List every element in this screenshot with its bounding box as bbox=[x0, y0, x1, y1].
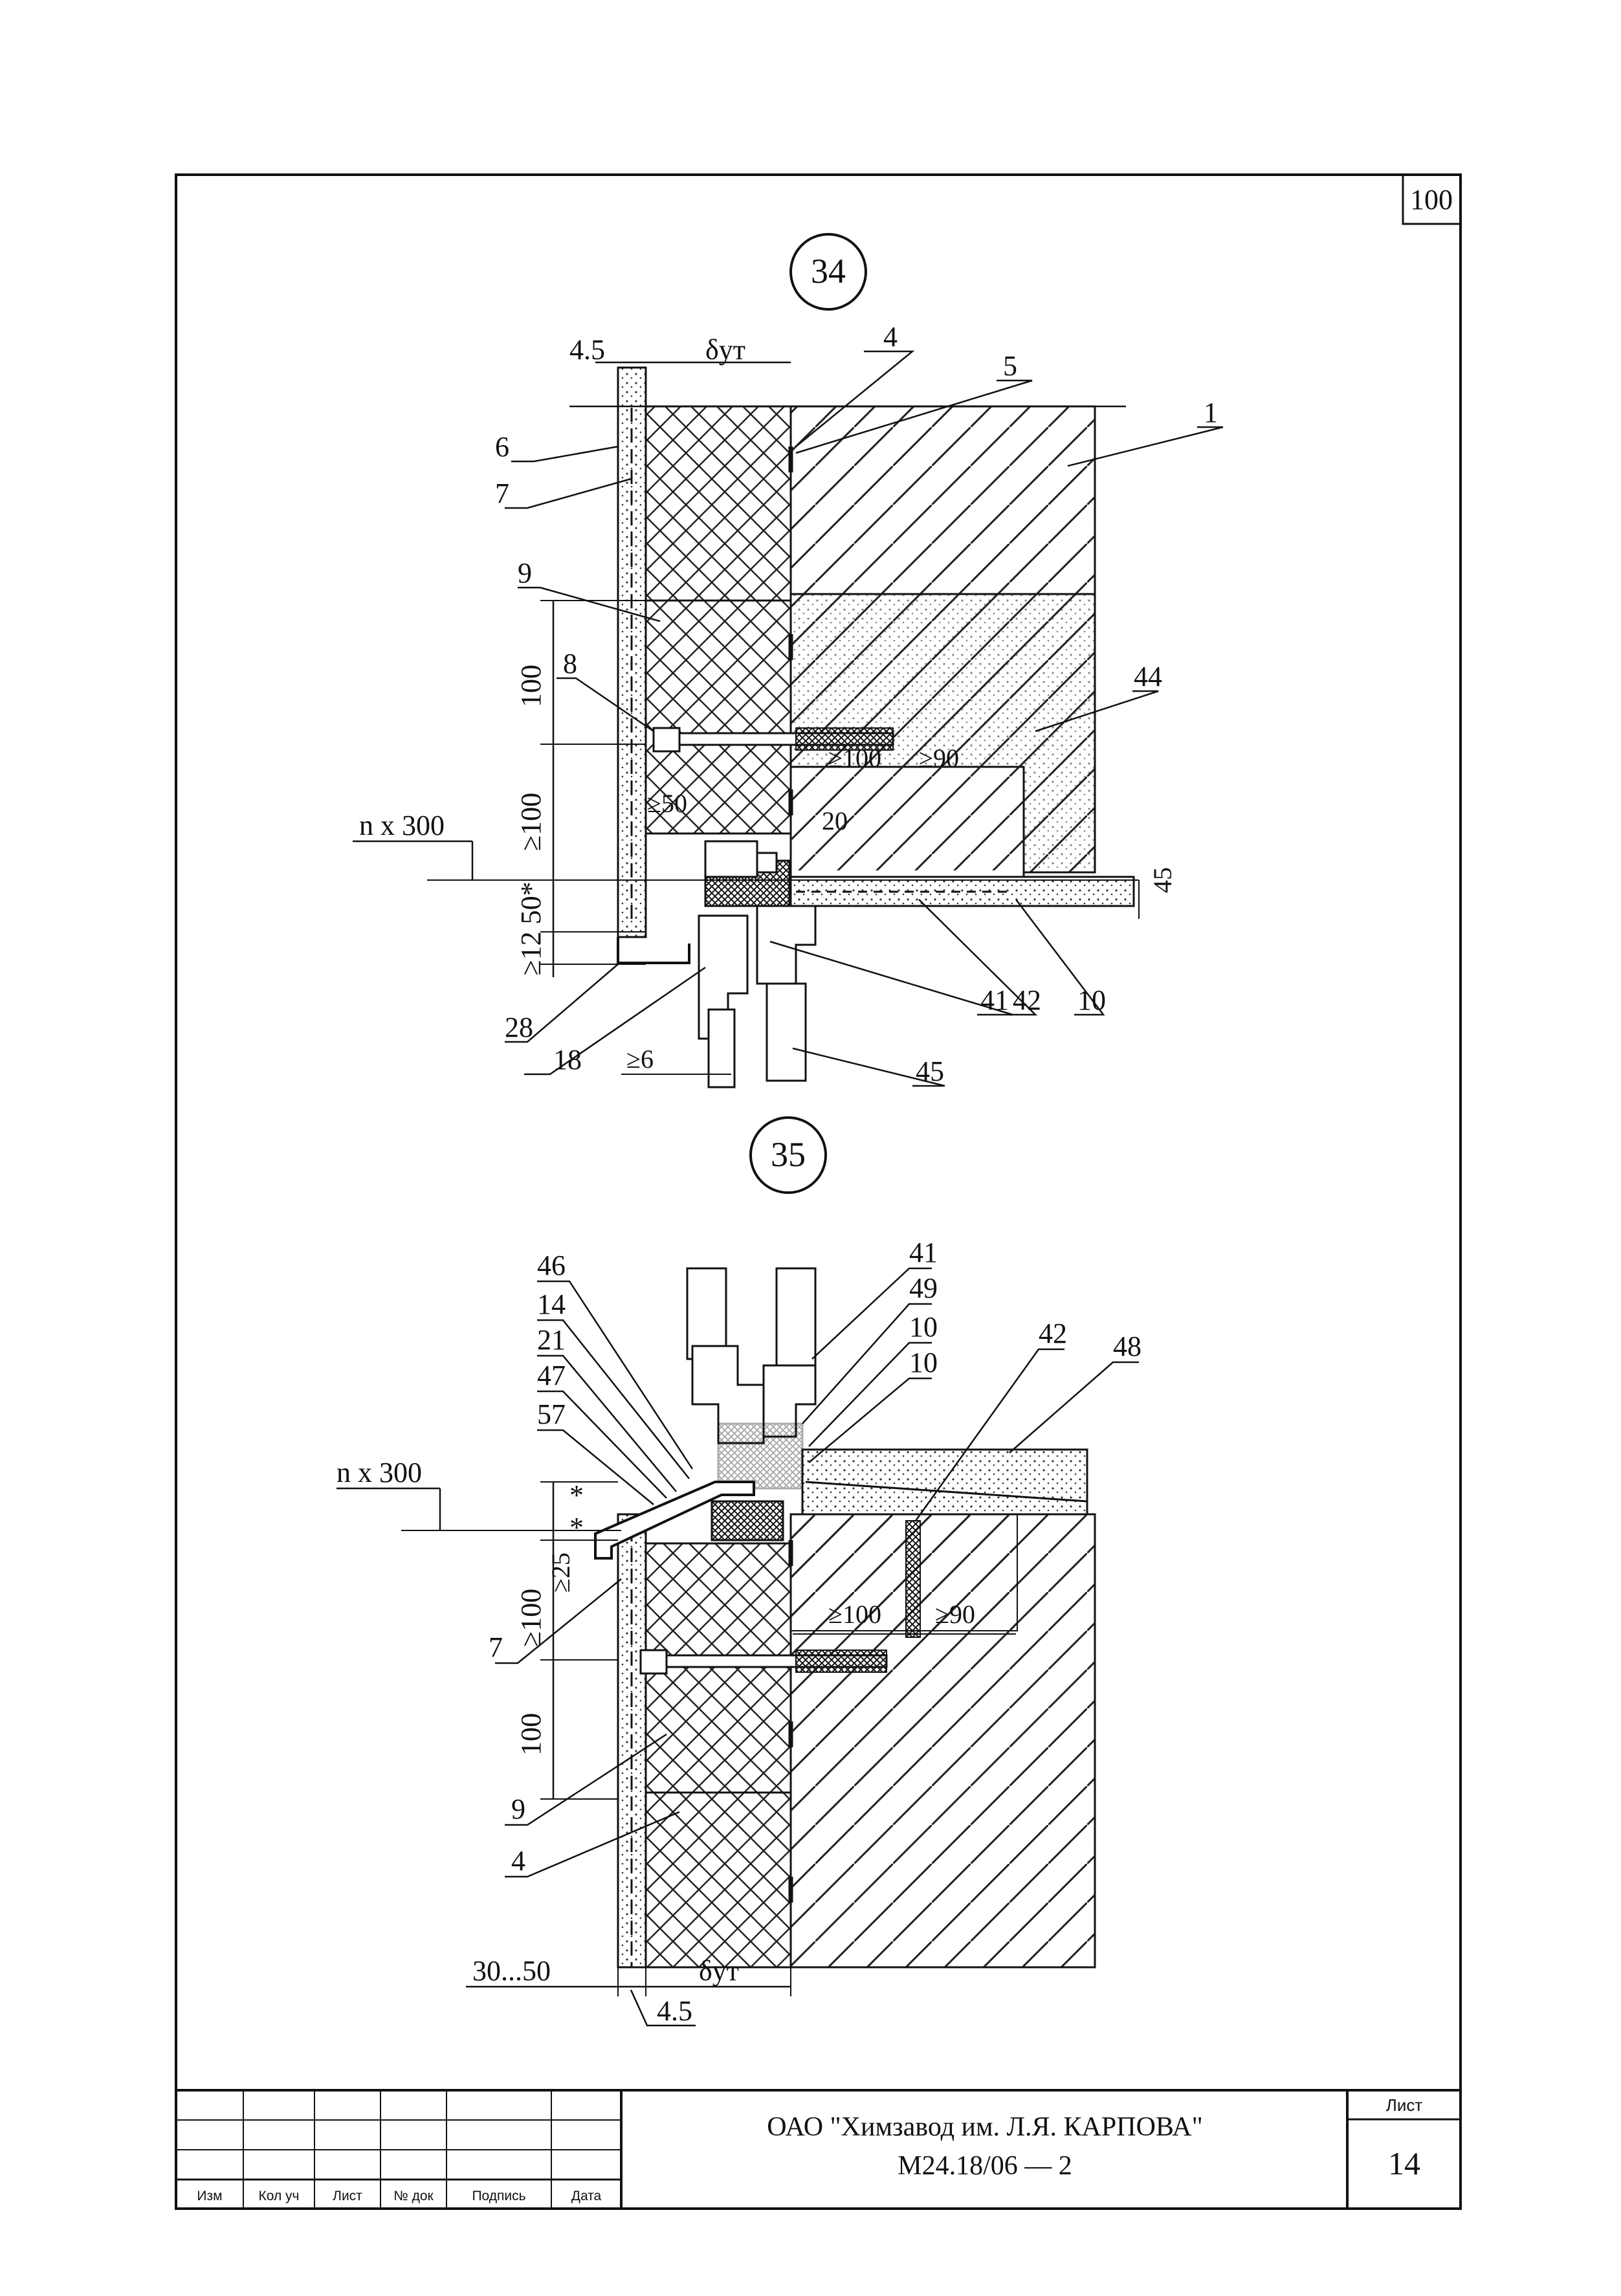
pos-28-34: 28 bbox=[505, 1011, 533, 1043]
window-frame-35 bbox=[686, 1267, 817, 1490]
star-b-35: * bbox=[569, 1512, 584, 1543]
dim-100-b-34: ≥100 bbox=[515, 793, 547, 851]
tb-col-date: Дата bbox=[571, 2189, 602, 2203]
dim-6-34: ≥6 bbox=[626, 1044, 654, 1074]
dim-30-50-35: 30...50 bbox=[472, 1955, 551, 1987]
window-frame-34 bbox=[698, 840, 817, 1088]
flashing-35 bbox=[594, 1481, 755, 1560]
drip-profile-34 bbox=[617, 937, 690, 964]
detail-34-marker bbox=[789, 233, 867, 311]
anchor-34 bbox=[652, 727, 894, 753]
dim-20-34: 20 bbox=[822, 806, 848, 835]
pos-41-35: 41 bbox=[909, 1237, 938, 1268]
dim-4-5-35: 4.5 bbox=[657, 1995, 692, 2027]
tb-sheet-label: Лист bbox=[1386, 2095, 1423, 2115]
star-a-35: * bbox=[569, 1479, 584, 1511]
pos-44-34: 44 bbox=[1134, 661, 1162, 692]
leaders-35 bbox=[495, 1267, 1139, 1878]
pos-10-34: 10 bbox=[1077, 984, 1106, 1016]
dim-50-34: ≥50 bbox=[647, 789, 687, 818]
dim-90-35: ≥90 bbox=[935, 1600, 975, 1629]
insulation-35 bbox=[645, 1542, 792, 1969]
sheet-corner-number: 100 bbox=[1410, 184, 1453, 215]
pos-41-34: 41 bbox=[980, 984, 1009, 1016]
pos-14-35: 14 bbox=[537, 1288, 566, 1320]
pos-1-34: 1 bbox=[1204, 397, 1218, 428]
pos-46-35: 46 bbox=[537, 1250, 566, 1281]
tb-col-sign: Подпись bbox=[472, 2189, 525, 2203]
pos-7-35: 7 bbox=[489, 1631, 503, 1663]
pos-10a-35: 10 bbox=[909, 1311, 938, 1343]
pos-18-34: 18 bbox=[553, 1044, 582, 1076]
dim-100-anchor-34: ≥100 bbox=[828, 744, 881, 773]
sill-slab-35 bbox=[801, 1448, 1088, 1516]
pos-7-34: 7 bbox=[495, 478, 509, 509]
detail-34: 34 bbox=[353, 233, 1224, 1088]
detail-35: 35 bbox=[336, 1116, 1141, 2027]
tb-sheet-number: 14 bbox=[1388, 2145, 1420, 2181]
opening-hatch bbox=[791, 767, 1024, 870]
pos-57-35: 57 bbox=[537, 1398, 566, 1430]
detail-35-marker bbox=[749, 1116, 827, 1194]
anchor-35 bbox=[639, 1520, 921, 1675]
pos-42-34: 42 bbox=[1013, 984, 1041, 1016]
tb-col-izm: Изм bbox=[197, 2189, 222, 2203]
pos-6-34: 6 bbox=[495, 431, 509, 463]
dim-4-5-top: 4.5 bbox=[569, 334, 605, 366]
tb-col-list: Лист bbox=[333, 2189, 362, 2203]
dim-100-a-35: ≥100 bbox=[515, 1589, 547, 1647]
dim-insulation-35: δут bbox=[699, 1955, 739, 1987]
tb-col-kol: Кол уч bbox=[259, 2189, 300, 2203]
slab-10 bbox=[789, 876, 1135, 907]
sill-slope-35 bbox=[805, 1481, 1088, 1503]
wall-concrete bbox=[789, 405, 1096, 595]
title-block bbox=[175, 2089, 1462, 2210]
pos-4-34: 4 bbox=[883, 321, 898, 353]
insulation-34 bbox=[645, 405, 792, 835]
tb-col-doc: № док bbox=[393, 2189, 434, 2203]
dim-100-anchor-35: ≥100 bbox=[828, 1600, 881, 1629]
pos-48-35: 48 bbox=[1113, 1330, 1141, 1362]
sealant-35 bbox=[711, 1500, 784, 1541]
pos-42-35: 42 bbox=[1039, 1318, 1067, 1349]
tb-organization: ОАО "Химзавод им. Л.Я. КАРПОВА" bbox=[767, 2112, 1203, 2142]
dim-12-50-34: ≥12 50* bbox=[515, 881, 547, 975]
pos-49-35: 49 bbox=[909, 1272, 938, 1304]
pos-4-35: 4 bbox=[511, 1845, 525, 1877]
pos-10b-35: 10 bbox=[909, 1347, 938, 1378]
leaders-34 bbox=[505, 350, 1224, 1087]
tb-document-code: М24.18/06 — 2 bbox=[898, 2151, 1072, 2181]
pos-9-34: 9 bbox=[518, 557, 532, 589]
pos-21-35: 21 bbox=[537, 1324, 566, 1356]
pos-45-34: 45 bbox=[916, 1055, 944, 1087]
nx300-34: n x 300 bbox=[359, 810, 445, 841]
detail-34-id: 34 bbox=[811, 252, 846, 291]
dim-4-5-leader-35 bbox=[630, 1989, 696, 2027]
nx300-35: n x 300 bbox=[336, 1457, 422, 1488]
dim-insulation-34: δут bbox=[705, 334, 745, 366]
sheet-corner-box bbox=[1402, 173, 1462, 225]
pos-9-35: 9 bbox=[511, 1793, 525, 1825]
dim-100-a-34: 100 bbox=[515, 665, 547, 707]
pos-5-34: 5 bbox=[1003, 350, 1017, 382]
detail-35-id: 35 bbox=[771, 1135, 806, 1174]
pos-8-34: 8 bbox=[563, 648, 577, 679]
dim-45-34: 45 bbox=[1148, 867, 1177, 893]
pos-47-35: 47 bbox=[537, 1360, 566, 1391]
dim-90-34: ≥90 bbox=[919, 744, 959, 773]
dim-25-35: ≥25 bbox=[546, 1552, 575, 1593]
opening-35 bbox=[790, 1514, 1018, 1631]
dim-100-b-35: 100 bbox=[515, 1713, 547, 1756]
